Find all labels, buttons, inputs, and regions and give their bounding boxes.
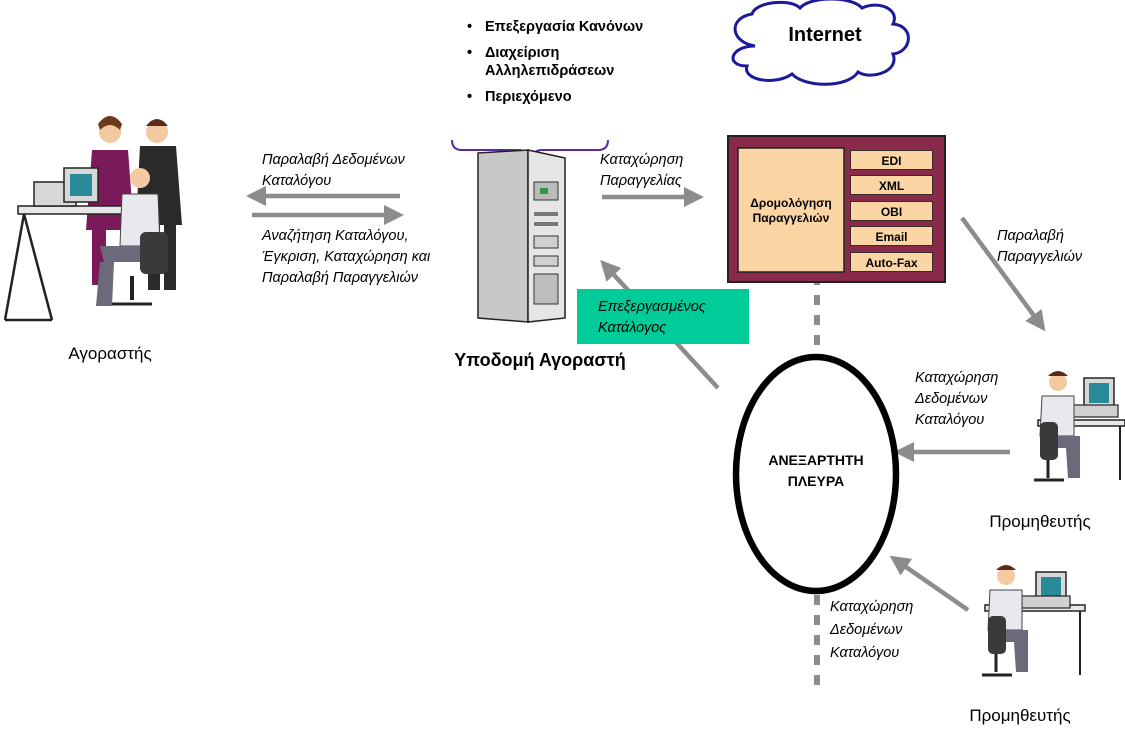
label-supplier-entry-1: Καταχώρηση Δεδομένων Καταλόγου — [915, 370, 999, 428]
format-autofax: Auto-Fax — [850, 252, 933, 272]
format-obi: OBI — [850, 201, 933, 221]
supplier-workstation-icon-1 — [1034, 371, 1125, 482]
independent-party-hub — [732, 353, 900, 595]
supplier-caption-2: Προμηθευτής — [969, 706, 1071, 725]
independent-party-label: ΑΝΕΞΑΡΤΗΤΗ ΠΛΕΥΡΑ — [768, 452, 864, 489]
buyer-workstation-icon — [3, 116, 182, 322]
format-email: Email — [850, 226, 933, 246]
label-receive-catalog-data: Παραλαβή Δεδομένων Καταλόγου — [262, 152, 405, 189]
buyer-caption: Αγοραστής — [68, 344, 152, 363]
format-xml: XML — [850, 175, 933, 195]
processed-catalog-box — [577, 289, 749, 344]
label-search-approve-order: Αναζήτηση Καταλόγου, Έγκριση, Καταχώρηση… — [262, 228, 431, 286]
routing-label: Δρομολόγηση Παραγγελιών — [750, 196, 832, 225]
bullet-rules: Επεξεργασία Κανόνων — [455, 18, 665, 36]
label-supplier-entry-2: Καταχώρηση Δεδομένων Καταλόγου — [830, 599, 914, 661]
internet-label: Internet — [788, 24, 862, 46]
infrastructure-caption: Υποδομή Αγοραστή — [454, 350, 626, 370]
label-order-entry: Καταχώρηση Παραγγελίας — [600, 152, 684, 189]
server-icon — [477, 149, 566, 323]
bullet-interactions: Διαχείριση Αλληλεπιδράσεων — [455, 44, 665, 80]
cloud-icon — [731, 0, 910, 86]
arrow-to-supplier — [960, 216, 1046, 332]
supplier-caption-1: Προμηθευτής — [989, 512, 1091, 531]
label-receive-orders: Παραλαβή Παραγγελιών — [997, 228, 1083, 265]
label-processed-catalog: Επεξεργασμένος Κατάλογος — [598, 299, 706, 336]
bullet-content: Περιεχόμενο — [455, 88, 665, 106]
infrastructure-bullets: Επεξεργασία Κανόνων Διαχείριση Αλληλεπιδ… — [455, 18, 665, 114]
supplier-workstation-icon-2 — [982, 565, 1086, 677]
format-edi: EDI — [850, 150, 933, 170]
arrow-supplier2-to-hub — [889, 555, 970, 612]
